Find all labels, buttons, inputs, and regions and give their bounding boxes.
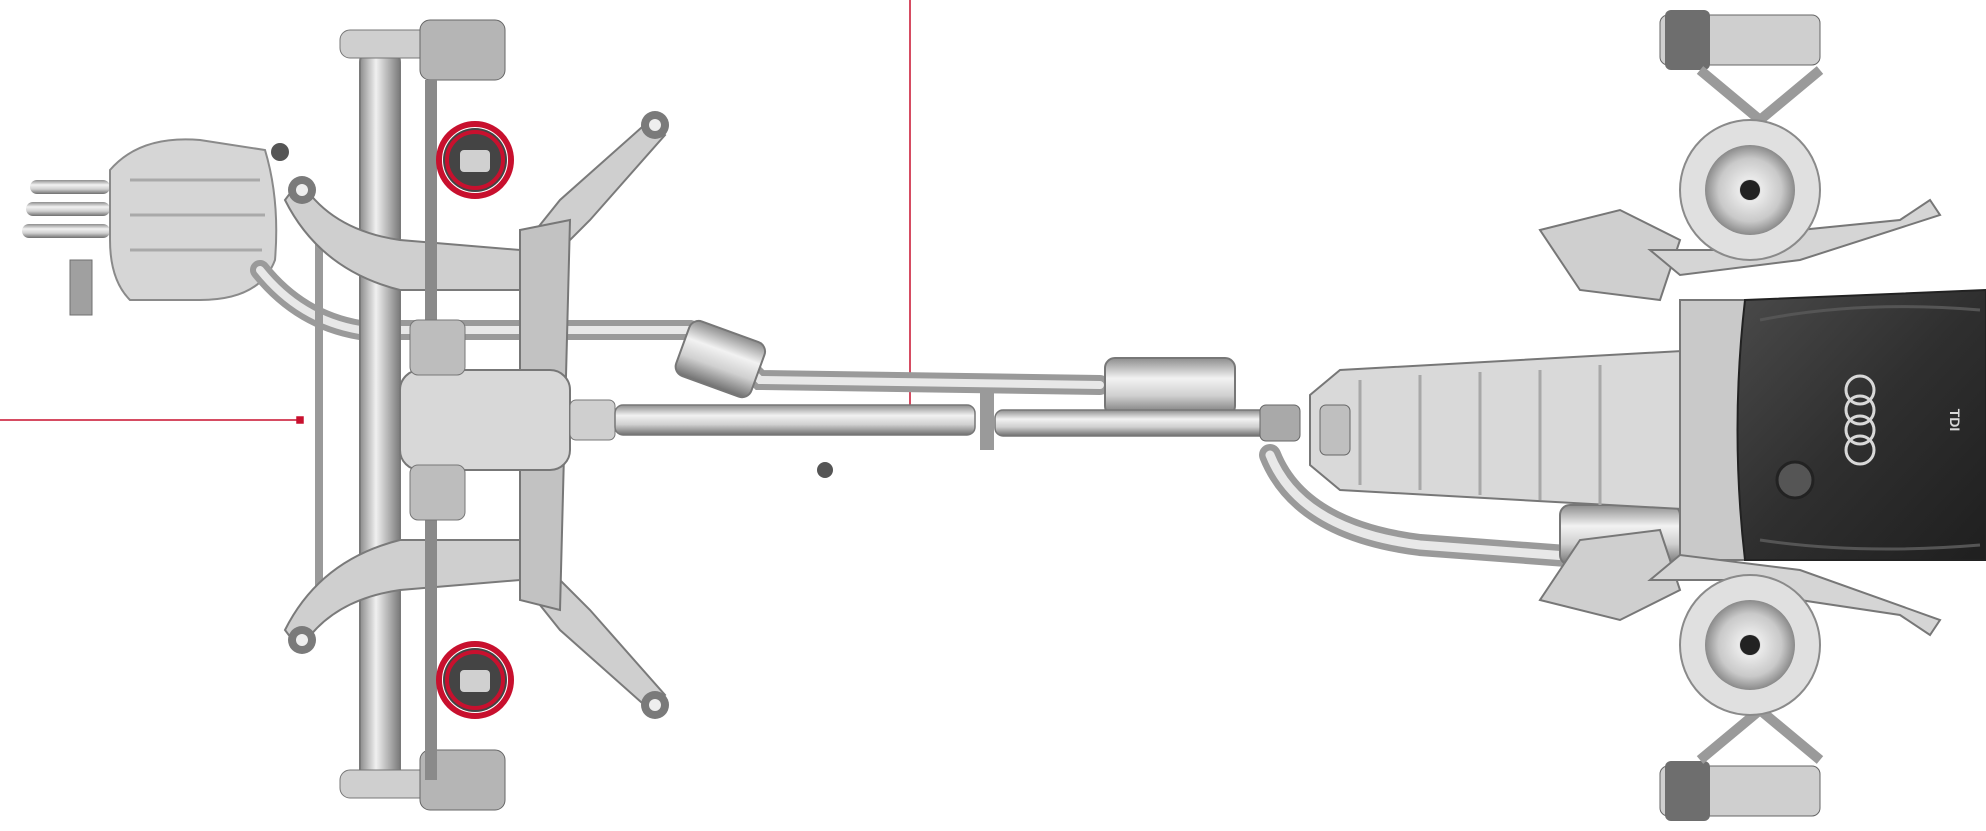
front-wheel-hub-lower xyxy=(1679,574,1821,716)
coil-spring-icon xyxy=(436,641,514,719)
rear-muffler xyxy=(22,138,289,316)
engine-badge-label: TDI xyxy=(1947,409,1963,432)
coil-spring-icon xyxy=(436,121,514,199)
audi-rings-icon xyxy=(1844,374,1876,466)
catalytic-converter-rear xyxy=(674,319,767,399)
leader-dot-rear-axle xyxy=(296,416,304,424)
transmission xyxy=(1309,348,1761,512)
engine: TDI xyxy=(1679,288,1986,561)
front-wheel-hub-upper xyxy=(1679,119,1821,261)
driveshaft xyxy=(614,390,1301,478)
rear-axle-assembly xyxy=(283,19,669,811)
